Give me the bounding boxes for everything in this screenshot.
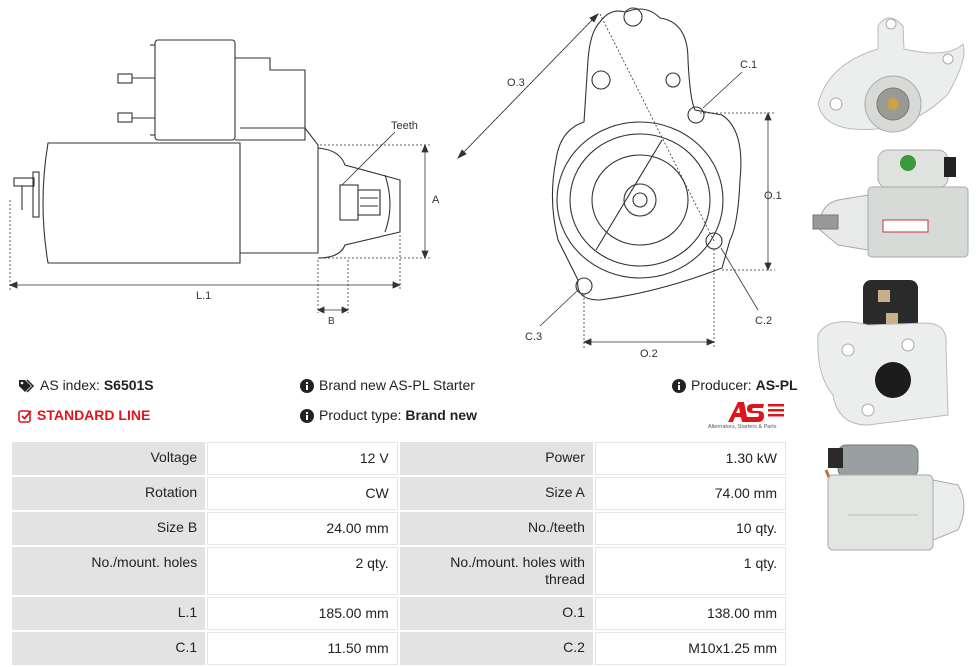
spec-value: 11.50 mm (207, 632, 398, 665)
technical-drawing: Teeth A L.1 B O.3 C.1 O.1 (8, 7, 782, 360)
product-photo-side-top[interactable] (808, 145, 970, 270)
spec-value: CW (207, 477, 398, 510)
product-type: Product type: Brand new (300, 406, 477, 424)
info-circle-icon (300, 379, 314, 394)
product-photos (800, 0, 976, 636)
dimension-c1-label: C.1 (740, 59, 757, 71)
dimension-c3-label: C.3 (525, 331, 542, 343)
description: Brand new AS-PL Starter (300, 376, 475, 394)
dimension-l1-label: L.1 (196, 290, 211, 302)
product-photo-front[interactable] (808, 4, 970, 139)
spec-value: 24.00 mm (207, 512, 398, 545)
producer: Producer: AS-PL (672, 376, 798, 394)
as-index: AS index: S6501S (18, 376, 154, 394)
spec-value: 1.30 kW (594, 442, 786, 475)
producer-label: Producer: (691, 377, 752, 393)
dimension-a-label: A (432, 194, 440, 206)
as-index-value: S6501S (103, 377, 154, 393)
standard-line-badge: STANDARD LINE (18, 406, 150, 424)
spec-label: C.1 (12, 632, 206, 665)
teeth-label: Teeth (391, 120, 418, 132)
spec-label: Voltage (12, 442, 206, 475)
info-circle-icon (672, 379, 686, 394)
as-pl-logo (728, 402, 784, 422)
spec-value: 138.00 mm (594, 597, 786, 630)
producer-value: AS-PL (755, 377, 798, 393)
spec-value: 12 V (207, 442, 398, 475)
product-type-label: Product type: (319, 407, 402, 423)
product-type-value: Brand new (405, 407, 477, 423)
spec-value: 10 qty. (594, 512, 786, 545)
product-photo-rear[interactable] (808, 275, 970, 435)
spec-value: 2 qty. (207, 547, 398, 595)
dimension-o3-label: O.3 (507, 77, 525, 89)
product-photo-side-bottom[interactable] (808, 440, 970, 560)
dimension-b-label: B (328, 316, 335, 327)
standard-line-label: STANDARD LINE (37, 407, 151, 423)
spec-value: 185.00 mm (207, 597, 398, 630)
spec-label: O.1 (399, 597, 593, 630)
dimension-c2-label: C.2 (755, 315, 772, 327)
logo-caption: Alternators, Starters & Parts (708, 424, 777, 430)
spec-value: 1 qty. (594, 547, 786, 595)
info-circle-icon (300, 409, 314, 424)
spec-label: Size B (12, 512, 206, 545)
check-square-icon (18, 410, 32, 424)
spec-value: 74.00 mm (594, 477, 786, 510)
spec-label: No./mount. holes (12, 547, 206, 595)
spec-label: C.2 (399, 632, 593, 665)
description-text: Brand new AS-PL Starter (319, 377, 475, 393)
spec-label: No./teeth (399, 512, 593, 545)
spec-label: No./mount. holes with thread (399, 547, 593, 595)
as-index-label: AS index: (40, 377, 100, 393)
tags-icon (19, 379, 35, 393)
spec-label: Size A (399, 477, 593, 510)
spec-label: Power (399, 442, 593, 475)
spec-label: L.1 (12, 597, 206, 630)
dimension-o1-label: O.1 (764, 190, 782, 202)
spec-value: M10x1.25 mm (594, 632, 786, 665)
spec-label: Rotation (12, 477, 206, 510)
dimension-o2-label: O.2 (640, 348, 658, 360)
